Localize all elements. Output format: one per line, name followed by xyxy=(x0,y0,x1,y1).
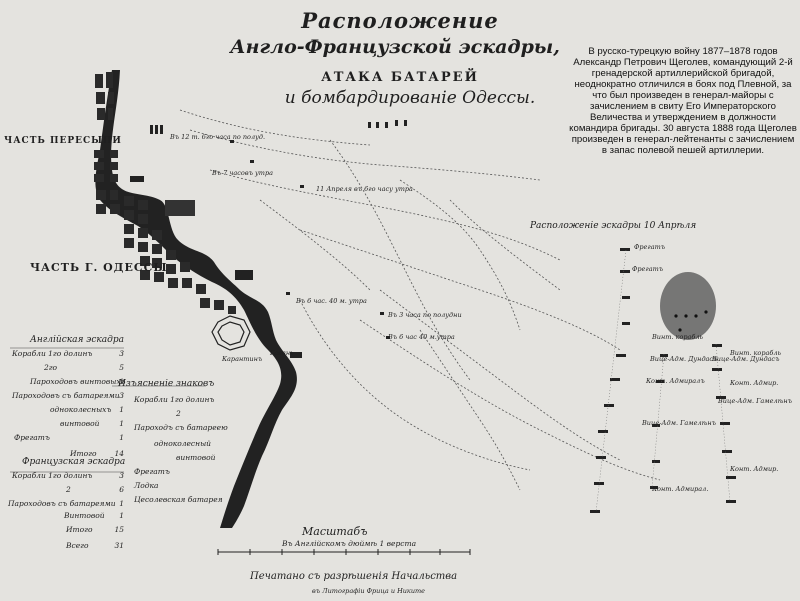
legend-signs-title: Изъясненіе знаковъ xyxy=(118,379,215,389)
label-time1: Въ 12 m. 6го часа по полуд. xyxy=(170,133,266,141)
legend-grand-total: 31 xyxy=(114,541,124,550)
label-vint-left: Винт. корабль xyxy=(652,333,704,341)
bio-text: В русско-турецкую войну 1877–1878 годов … xyxy=(566,44,800,158)
legend-sign-row: Лодка xyxy=(134,481,159,490)
legend-sign-row: 2 xyxy=(176,409,181,418)
legend-fr-row: Винтовой xyxy=(64,511,105,520)
label-frigate2: Фрегатъ xyxy=(632,265,664,273)
district-odessa: ЧАСТЬ Г. ОДЕССЫ xyxy=(30,261,168,274)
footer-publisher: въ Литографіи Фрица и Никите xyxy=(312,587,426,595)
legend-eng-value: 1 xyxy=(119,377,124,386)
batteries xyxy=(130,125,302,358)
map-title-line4: и бомбардированіе Одессы. xyxy=(284,88,536,108)
legend-eng-value: 1 xyxy=(119,433,124,442)
label-vice-adm-left: Вице-Адм. Гамелѣнъ xyxy=(642,419,717,427)
legend-sign-row: одноколесный xyxy=(154,439,212,448)
legend-eng-row: одноколесныхъ xyxy=(50,405,112,414)
label-kontr-bottom: Конт. Адмирал. xyxy=(652,485,709,493)
legend-eng-total-label: Итого xyxy=(70,449,97,458)
scale-unit: Въ Англійскомъ дюймѣ 1 верста xyxy=(282,539,417,548)
ship-tracks xyxy=(179,109,661,491)
anchorage-shoal xyxy=(660,272,716,340)
ship-marks xyxy=(230,120,407,339)
district-peresyp: ЧАСТЬ ПЕРЕСЫПИ xyxy=(4,136,122,146)
label-harbour: Гавань xyxy=(270,349,294,357)
legend-eng-row: Корабли 1го долинъ xyxy=(12,349,93,358)
label-adm-right: Вице-Адм. Дундасъ xyxy=(712,355,780,363)
legend-eng-row: Пароходовъ съ батареями xyxy=(12,391,120,400)
legend-fr-row: Пароходовъ съ батареями xyxy=(8,499,116,508)
squadron-grid xyxy=(595,249,731,513)
label-vice-adm-right: Вице-Адм. Гамелѣнъ xyxy=(718,397,793,405)
legend-fr-value: 1 xyxy=(119,511,124,520)
label-time6: Въ 6 час 40 м.утра xyxy=(388,333,455,341)
label-time4: Въ 6 час. 40 м. утра xyxy=(296,297,367,305)
legend-lines xyxy=(10,347,206,473)
legend-sign-row: Фрегатъ xyxy=(134,467,170,476)
legend-grand-label: Всего xyxy=(66,541,89,550)
scale-title: Масштабъ xyxy=(302,525,368,538)
footer-censor: Печатано съ разрѣшенія Начальства xyxy=(250,571,458,582)
legend-eng-value: 3 xyxy=(119,391,124,400)
legend-fr-value: 6 xyxy=(119,485,124,494)
squadron-title: Расположеніе эскадры 10 Апрѣля xyxy=(530,221,697,231)
legend-fr-row: Корабли 1го долинъ xyxy=(12,471,93,480)
label-time3: 11 Апреля въ 6го часу утра xyxy=(316,185,413,193)
map-title-line1: Расположение xyxy=(301,8,499,33)
label-kontr-right: Конт. Адмир. xyxy=(730,465,779,473)
legend-sign-row: винтовой xyxy=(176,453,216,462)
legend-sign-row: Корабли 1го долинъ xyxy=(134,395,215,404)
coastline xyxy=(0,0,297,601)
label-time2: Въ 7 часовъ утра xyxy=(212,169,274,177)
label-vint-right: Винт. корабль xyxy=(730,349,782,357)
legend-eng-value: 1 xyxy=(119,419,124,428)
city-blocks xyxy=(94,72,236,314)
legend-fr-value: 1 xyxy=(119,499,124,508)
quarantine-fort xyxy=(211,315,251,351)
legend-fr-value: 3 xyxy=(119,471,124,480)
legend-sign-row: Пароходъ съ батареею xyxy=(134,423,228,432)
legend-eng-title: Англійская эскадра xyxy=(30,335,124,345)
legend-eng-row: Пароходовъ винтовыхъ xyxy=(30,377,126,386)
map-title-line3: АТАКА БАТАРЕЙ xyxy=(321,70,479,85)
label-kontr-mid: Конт. Адмир. xyxy=(730,379,779,387)
legend-eng-total: 14 xyxy=(114,449,124,458)
legend-fr-title: Французская эскадра xyxy=(22,457,126,467)
legend-eng-value: 3 xyxy=(119,349,124,358)
map-title-line2: Англо-Французской эскадры, xyxy=(230,36,560,58)
legend-eng-row: 2го xyxy=(44,363,58,372)
legend-fr-total: 15 xyxy=(114,525,124,534)
legend-fr-total-label: Итого xyxy=(66,525,93,534)
squadron-markers xyxy=(590,248,736,513)
legend-eng-row: Фрегатъ xyxy=(14,433,50,442)
legend-eng-row: винтовой xyxy=(60,419,100,428)
legend-sign-row: Цесолевская батарея xyxy=(134,495,223,504)
scale-bar xyxy=(217,549,471,555)
legend-eng-value: 1 xyxy=(119,405,124,414)
label-time5: Въ 3 часа по полудни xyxy=(388,311,462,319)
label-kontr-left: Конт. Адмиралъ xyxy=(646,377,705,385)
label-frigate: Фрегатъ xyxy=(634,243,666,251)
legend-fr-row: 2 xyxy=(66,485,71,494)
label-quarantine: Карантинъ xyxy=(222,355,263,363)
legend-eng-value: 5 xyxy=(119,363,124,372)
label-adm-left: Вице-Адм. Дундасъ xyxy=(650,355,718,363)
